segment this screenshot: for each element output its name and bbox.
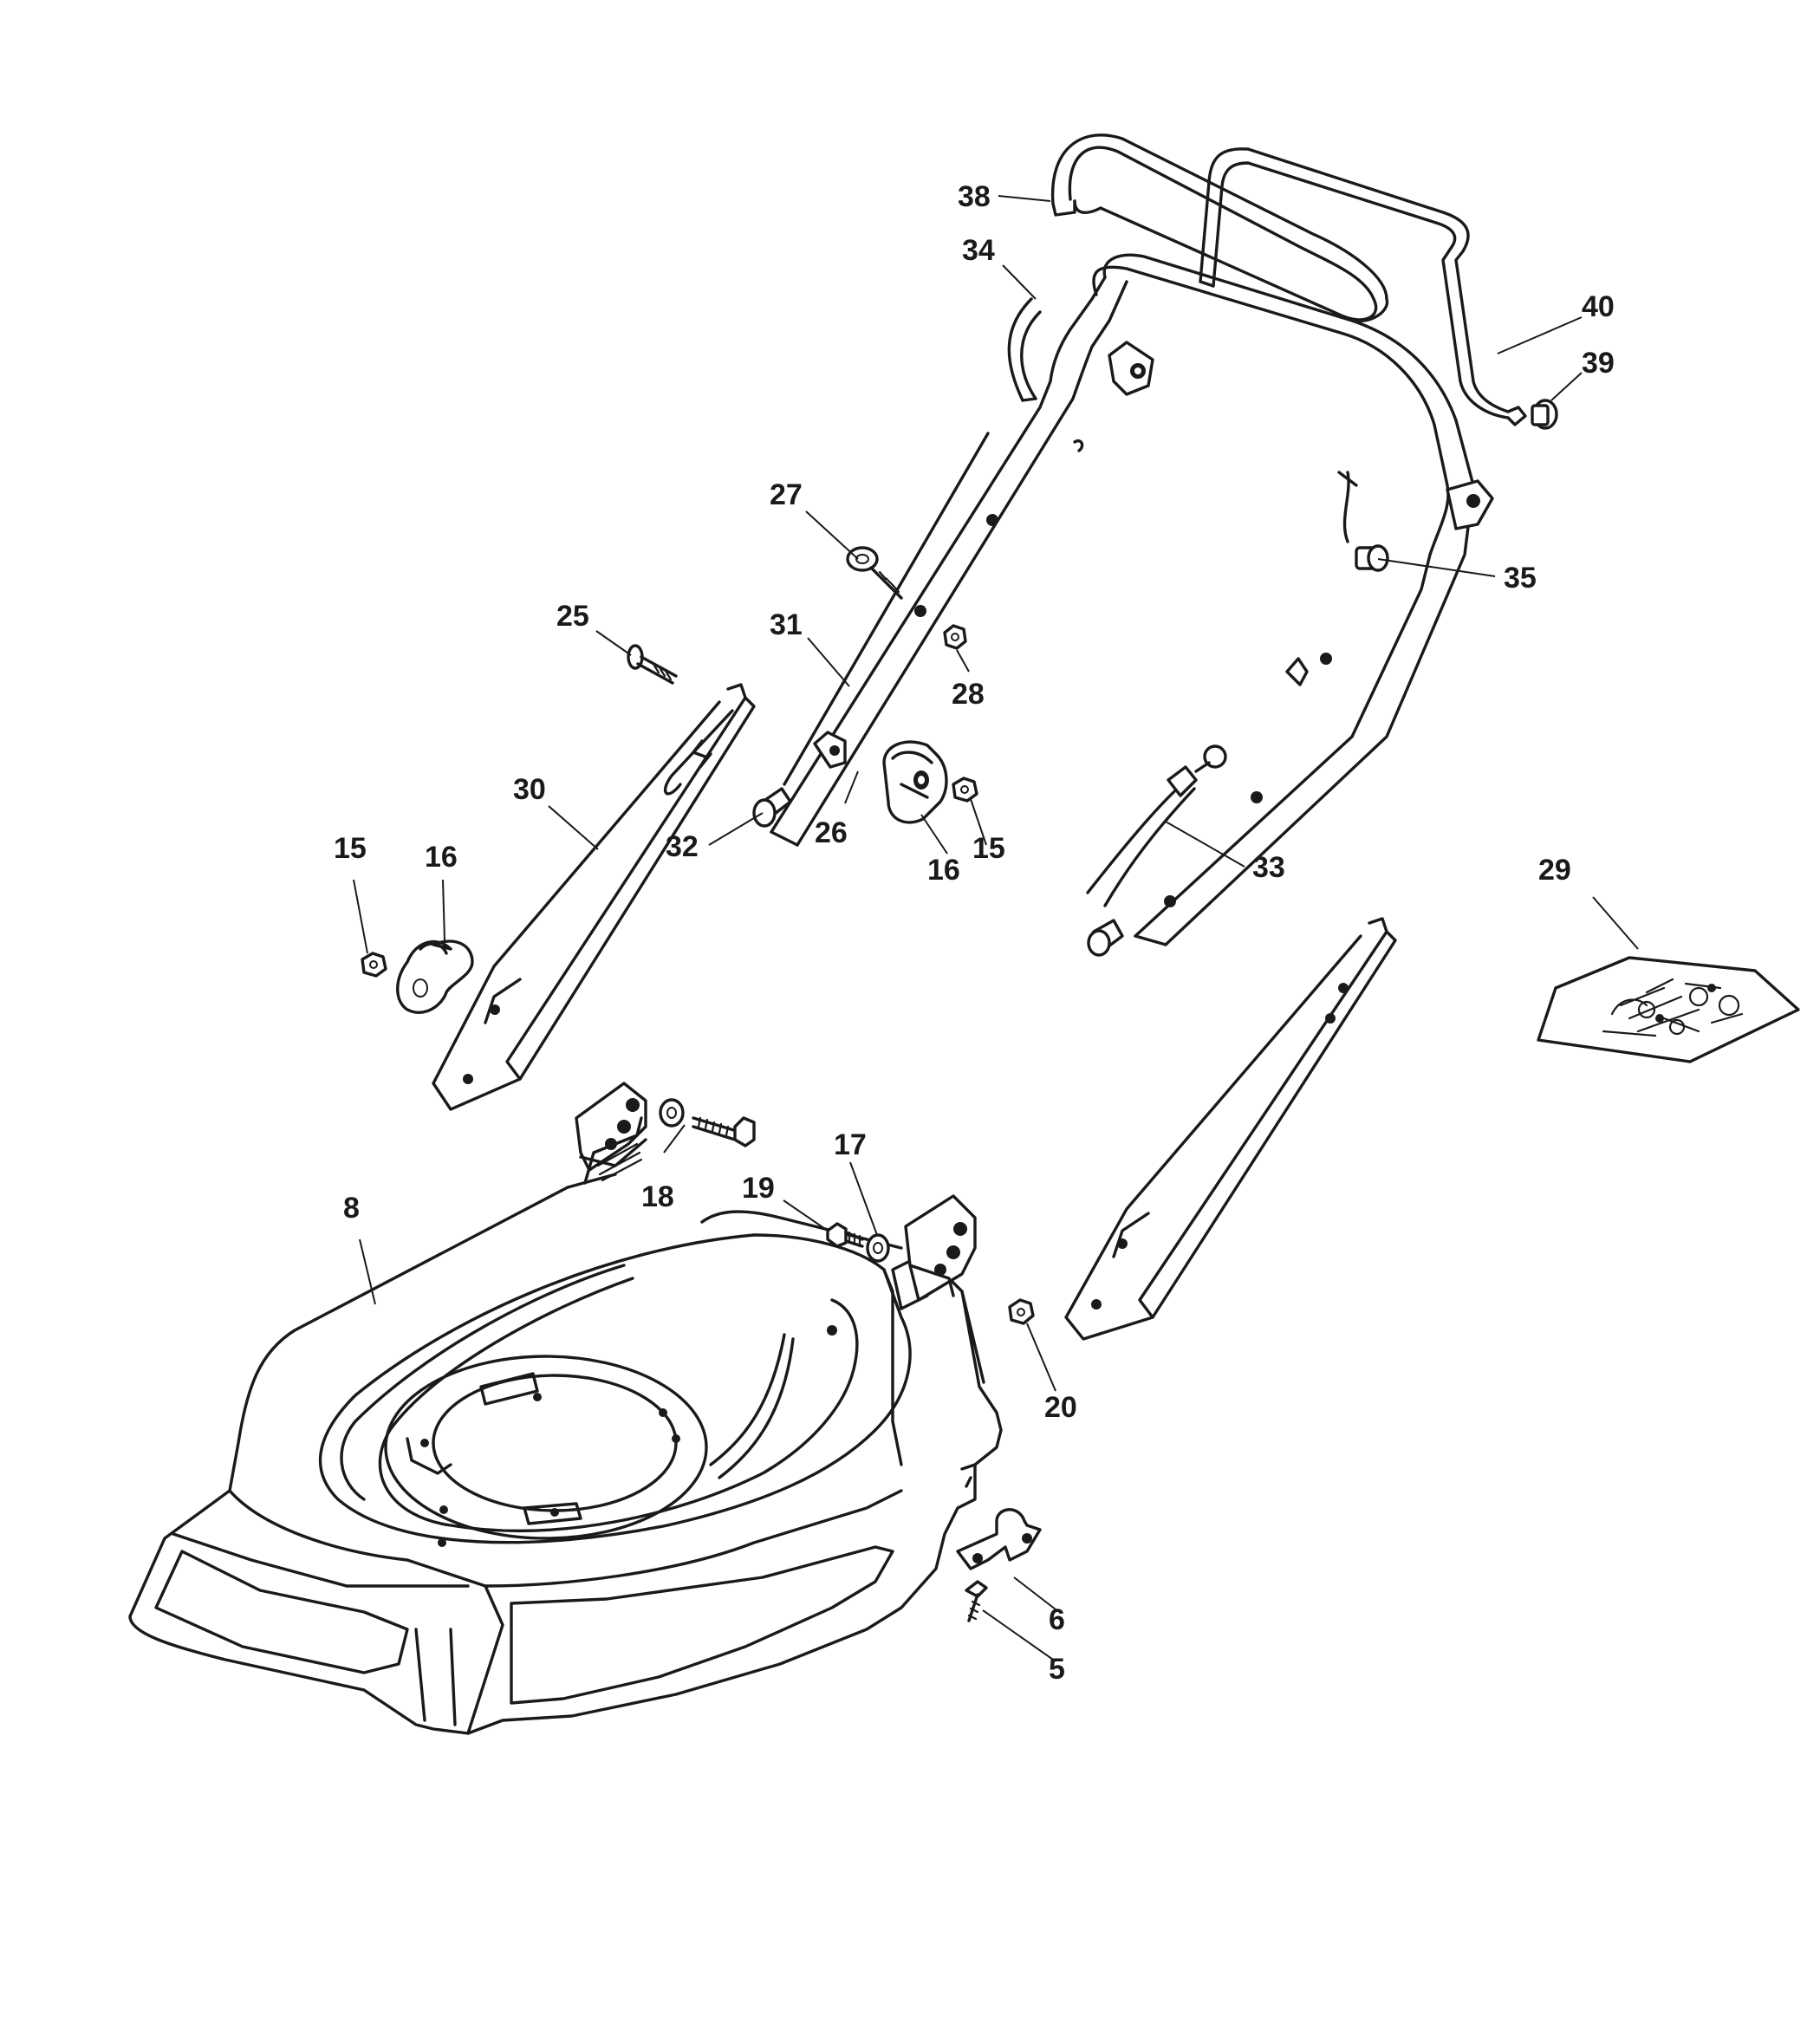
callout-31: 31 (770, 608, 803, 641)
callout-25: 25 (556, 600, 589, 633)
nut-35-part (1355, 544, 1389, 572)
callout-28: 28 (952, 678, 985, 711)
knob-16-left-part (396, 939, 474, 1014)
callout-labels: 38 34 40 39 27 35 25 31 28 30 32 26 16 1… (334, 180, 1615, 1686)
lower-tube-31 (783, 432, 990, 786)
callout-38: 38 (958, 180, 991, 213)
washer-17-part (866, 1233, 890, 1263)
callout-16-left: 16 (425, 841, 458, 874)
main-handle-part (770, 253, 1494, 946)
eye-bolt-27-part (846, 546, 903, 600)
callout-39: 39 (1582, 347, 1615, 380)
callout-32: 32 (666, 830, 699, 863)
knob-16-right-part (882, 740, 948, 824)
bolt-25-part (627, 644, 678, 685)
lower-handle-left-30 (432, 683, 756, 1111)
callout-8: 8 (343, 1192, 360, 1225)
lower-handle-right-part (1064, 917, 1397, 1341)
bolt-19-part (826, 1222, 864, 1248)
brake-bail-part (1199, 147, 1527, 426)
plug-32-part (752, 787, 792, 828)
parts-bag-29 (1537, 956, 1800, 1063)
nut-39-part (1531, 399, 1558, 430)
nut-15-right-part (952, 777, 978, 803)
callout-34: 34 (962, 234, 995, 267)
callout-15-left: 15 (334, 832, 367, 865)
callout-16-right: 16 (927, 854, 960, 887)
callout-29: 29 (1538, 854, 1571, 887)
callout-40: 40 (1582, 290, 1615, 323)
screw-5-part (965, 1580, 988, 1622)
clip-26-part (813, 731, 847, 769)
callout-18: 18 (641, 1180, 674, 1213)
upper-handle-part (1050, 133, 1389, 322)
callout-19: 19 (742, 1172, 775, 1205)
callout-17: 17 (834, 1128, 867, 1161)
callout-27: 27 (770, 478, 803, 511)
callout-33: 33 (1252, 851, 1285, 884)
callout-35: 35 (1504, 562, 1537, 595)
callout-20: 20 (1044, 1391, 1077, 1424)
callout-30: 30 (513, 773, 546, 806)
callout-26: 26 (815, 816, 848, 849)
cable-clip-6-part (956, 1508, 1042, 1570)
handle-plug-right (1087, 919, 1124, 957)
callout-6: 6 (1049, 1603, 1065, 1636)
nut-20-part (1008, 1298, 1035, 1325)
cable-part (1086, 744, 1227, 907)
nut-28-part (943, 624, 967, 650)
nut-15-left-part (361, 952, 387, 978)
bolt-18-part (659, 1098, 756, 1147)
handle-hook (1007, 297, 1358, 543)
callout-5: 5 (1049, 1653, 1065, 1686)
leader-lines (353, 195, 1639, 1662)
mower-deck-8 (128, 1082, 1003, 1735)
callout-15-right: 15 (972, 832, 1005, 865)
